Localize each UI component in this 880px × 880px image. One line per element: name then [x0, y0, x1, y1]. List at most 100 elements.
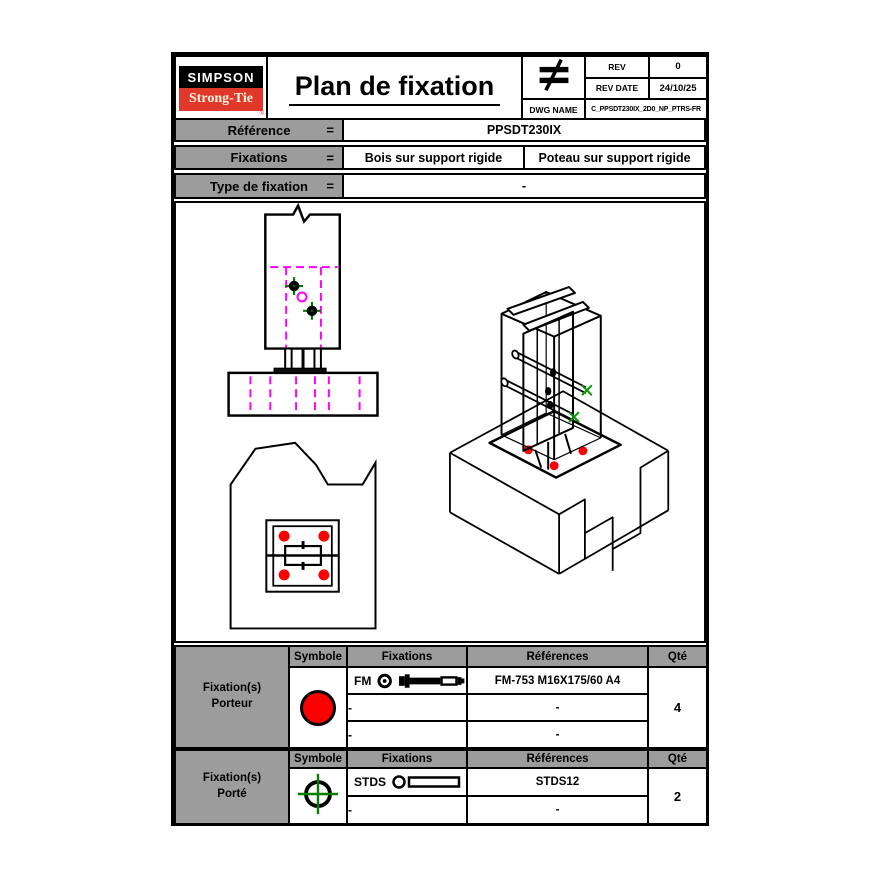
internal-plate	[522, 310, 574, 452]
fixation-type-value: -	[521, 179, 527, 193]
group-label-line1: Fixation(s)	[202, 682, 262, 695]
empty-reference: -	[466, 720, 649, 749]
fm-anchor-dot	[549, 461, 559, 471]
porteur-fixation-table: Fixation(s) Porteur Symbole Fixations Ré…	[174, 645, 708, 749]
porteur-group-cell: Fixation(s) Porteur	[174, 645, 290, 749]
saddle-leg	[313, 347, 322, 371]
reference-label-cell: Référence =	[176, 120, 344, 140]
plate-hole	[549, 368, 557, 377]
stds-fixation-cell: STDS	[346, 767, 468, 797]
break-bar	[522, 300, 590, 332]
hidden-hole-mark	[296, 291, 308, 303]
empty-reference: -	[466, 693, 649, 722]
porte-qty: 2	[647, 767, 708, 825]
logo-simpson-text: SIMPSON	[179, 65, 263, 88]
fm-anchor-dot	[578, 446, 588, 456]
column-header-qte: Qté	[647, 749, 708, 769]
fm-reference: FM-753 M16X175/60 A4	[466, 666, 649, 695]
logo-strongtie-text: Strong-Tie	[179, 87, 263, 111]
porte-group-cell: Fixation(s) Porté	[174, 749, 290, 825]
break-bar	[506, 286, 576, 316]
not-equal-projection-icon	[539, 58, 568, 92]
saddle-leg	[284, 347, 293, 371]
iso-view	[449, 286, 670, 575]
group-label-line1: Fixation(s)	[202, 772, 262, 785]
fm-anchor-dot	[318, 569, 330, 581]
reference-label: Référence	[227, 122, 291, 138]
dowel-rod	[500, 377, 574, 421]
document-title-cell: Plan de fixation	[266, 55, 523, 121]
reference-value: PPSDT230IX	[486, 123, 562, 137]
fixation-code: FM	[354, 673, 372, 688]
green-crosshair-symbol-icon	[297, 773, 339, 814]
plan-view	[229, 441, 377, 630]
group-label-line2: Porté	[217, 788, 247, 800]
porteur-symbol-cell	[288, 666, 348, 749]
fixation-type-row: Type de fixation = -	[174, 173, 706, 199]
slab-broken-front-edge	[558, 450, 669, 550]
column-header-references: Références	[466, 645, 649, 668]
post-outline	[264, 202, 341, 350]
fixation-type-label-cell: Type de fixation =	[176, 175, 344, 197]
technical-drawing	[227, 202, 670, 630]
porteur-qty: 4	[647, 666, 708, 749]
projection-symbol-cell	[521, 55, 586, 100]
title-block: SIMPSON Strong-Tie ® Plan de fixation RE…	[174, 55, 708, 121]
stds-dowel-icon	[392, 775, 461, 789]
support-outline	[229, 441, 377, 630]
empty-fixation: -	[346, 795, 468, 825]
slab-top-face	[449, 390, 669, 454]
column-header-symbole: Symbole	[288, 645, 348, 668]
fm-anchor-bolt-icon	[398, 673, 465, 688]
document-title: Plan de fixation	[288, 71, 501, 106]
column-header-symbole: Symbole	[288, 749, 348, 769]
equals-sign: =	[326, 178, 334, 194]
dwg-name-value: C_PPSDT230IX_2D0_NP_PTRS-FR	[584, 98, 708, 121]
column-header-fixations: Fixations	[346, 749, 468, 769]
red-circle-symbol-icon	[300, 689, 336, 726]
fixations-value-left: Bois sur support rigide	[364, 150, 503, 165]
fixations-label-cell: Fixations =	[176, 147, 344, 168]
porte-fixation-table: Fixation(s) Porté Symbole Fixations Réfé…	[174, 749, 708, 825]
dowel-rod	[511, 349, 587, 395]
column-header-fixations: Fixations	[346, 645, 468, 668]
fixation-code: STDS	[354, 775, 387, 789]
empty-fixation: -	[346, 720, 468, 749]
washer-icon	[377, 673, 393, 688]
support-beam	[227, 371, 379, 417]
dwg-name-label: DWG NAME	[521, 98, 586, 121]
column-header-qte: Qté	[647, 645, 708, 668]
stds-fixing-mark-iso	[580, 384, 593, 397]
fixation-type-label: Type de fixation	[210, 178, 308, 194]
plate-hole	[546, 400, 554, 410]
front-view	[227, 202, 379, 417]
base-plate-outer	[265, 519, 340, 593]
equals-sign: =	[326, 150, 334, 165]
rev-label: REV	[584, 55, 650, 79]
drawing-sheet-frame: SIMPSON Strong-Tie ® Plan de fixation RE…	[171, 52, 709, 826]
equals-sign: =	[326, 122, 334, 138]
fm-anchor-dot	[278, 569, 290, 581]
empty-fixation: -	[346, 693, 468, 722]
stds-reference: STDS12	[466, 767, 649, 797]
brand-logo: SIMPSON Strong-Tie ®	[174, 55, 268, 121]
group-label-line2: Porteur	[211, 698, 253, 710]
empty-reference: -	[466, 795, 649, 825]
fixations-label: Fixations	[230, 150, 288, 165]
rev-date-value: 24/10/25	[648, 76, 708, 100]
registered-mark: ®	[259, 110, 264, 117]
fm-fixation-cell: FM	[346, 666, 468, 695]
fixations-row: Fixations = Bois sur support rigide Pote…	[174, 145, 706, 170]
base-plate-iso	[488, 409, 622, 479]
fixations-value-right: Poteau sur support rigide	[523, 147, 704, 168]
fm-anchor-dot	[318, 530, 330, 542]
fm-anchor-dot	[278, 530, 290, 542]
column-header-references: Références	[466, 749, 649, 769]
beam-hidden-lines	[249, 376, 361, 413]
plate-hole	[545, 387, 552, 396]
porte-symbol-cell	[288, 767, 348, 825]
rev-date-label: REV DATE	[584, 76, 650, 100]
rev-value: 0	[648, 55, 708, 79]
reference-row: Référence = PPSDT230IX	[174, 118, 706, 142]
